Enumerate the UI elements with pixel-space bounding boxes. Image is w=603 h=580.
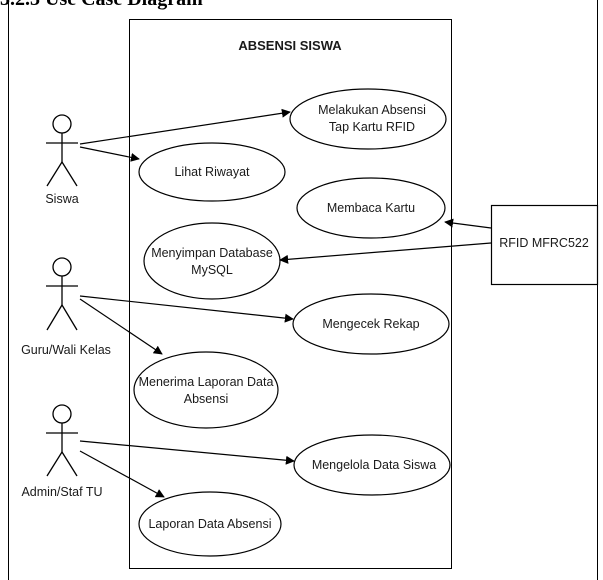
actor-siswa — [46, 114, 78, 187]
usecase-laporan-terima-line2: Absensi — [184, 392, 228, 406]
actor-guru — [46, 257, 78, 331]
system-boundary — [129, 19, 452, 569]
usecase-laporan-label: Laporan Data Absensi — [148, 517, 271, 531]
usecase-laporan-terima — [133, 351, 279, 429]
actor-siswa-label: Siswa — [45, 192, 78, 206]
section-heading: 3.2.3 Use Case Diagram — [0, 0, 203, 11]
usecase-menyimpan — [143, 222, 281, 300]
usecase-menyimpan-line1: Menyimpan Database — [151, 246, 273, 260]
usecase-membaca — [296, 177, 446, 239]
usecase-riwayat-label: Lihat Riwayat — [174, 165, 250, 179]
usecase-menyimpan-line2: MySQL — [191, 263, 233, 277]
usecase-rekap — [292, 293, 450, 355]
rfid-device-box — [490, 204, 599, 286]
actor-guru-label: Guru/Wali Kelas — [21, 343, 111, 357]
assoc-guru-laporan-terima — [79, 298, 163, 355]
assoc-rfid-menyimpan — [279, 242, 492, 264]
usecase-riwayat — [138, 142, 286, 202]
assoc-rfid-membaca — [444, 218, 492, 229]
usecase-absensi — [289, 88, 447, 150]
assoc-siswa-riwayat — [79, 146, 140, 162]
usecase-membaca-label: Membaca Kartu — [327, 201, 415, 215]
usecase-absensi-line2: Tap Kartu RFID — [329, 120, 415, 134]
assoc-admin-laporan — [79, 450, 165, 498]
usecase-rekap-label: Mengecek Rekap — [322, 317, 419, 331]
usecase-laporan-terima-line1: Menerima Laporan Data — [139, 375, 274, 389]
actor-admin — [46, 404, 78, 477]
usecase-kelola — [293, 434, 451, 496]
system-title: ABSENSI SISWA — [238, 38, 342, 53]
assoc-siswa-absensi — [79, 108, 291, 145]
usecase-absensi-line1: Melakukan Absensi — [318, 103, 426, 117]
assoc-admin-kelola — [79, 440, 295, 465]
actor-admin-label: Admin/Staf TU — [21, 485, 102, 499]
usecase-laporan — [138, 491, 282, 557]
rfid-device-label: RFID MFRC522 — [499, 236, 589, 250]
assoc-guru-rekap — [79, 295, 294, 323]
usecase-kelola-label: Mengelola Data Siswa — [312, 458, 436, 472]
